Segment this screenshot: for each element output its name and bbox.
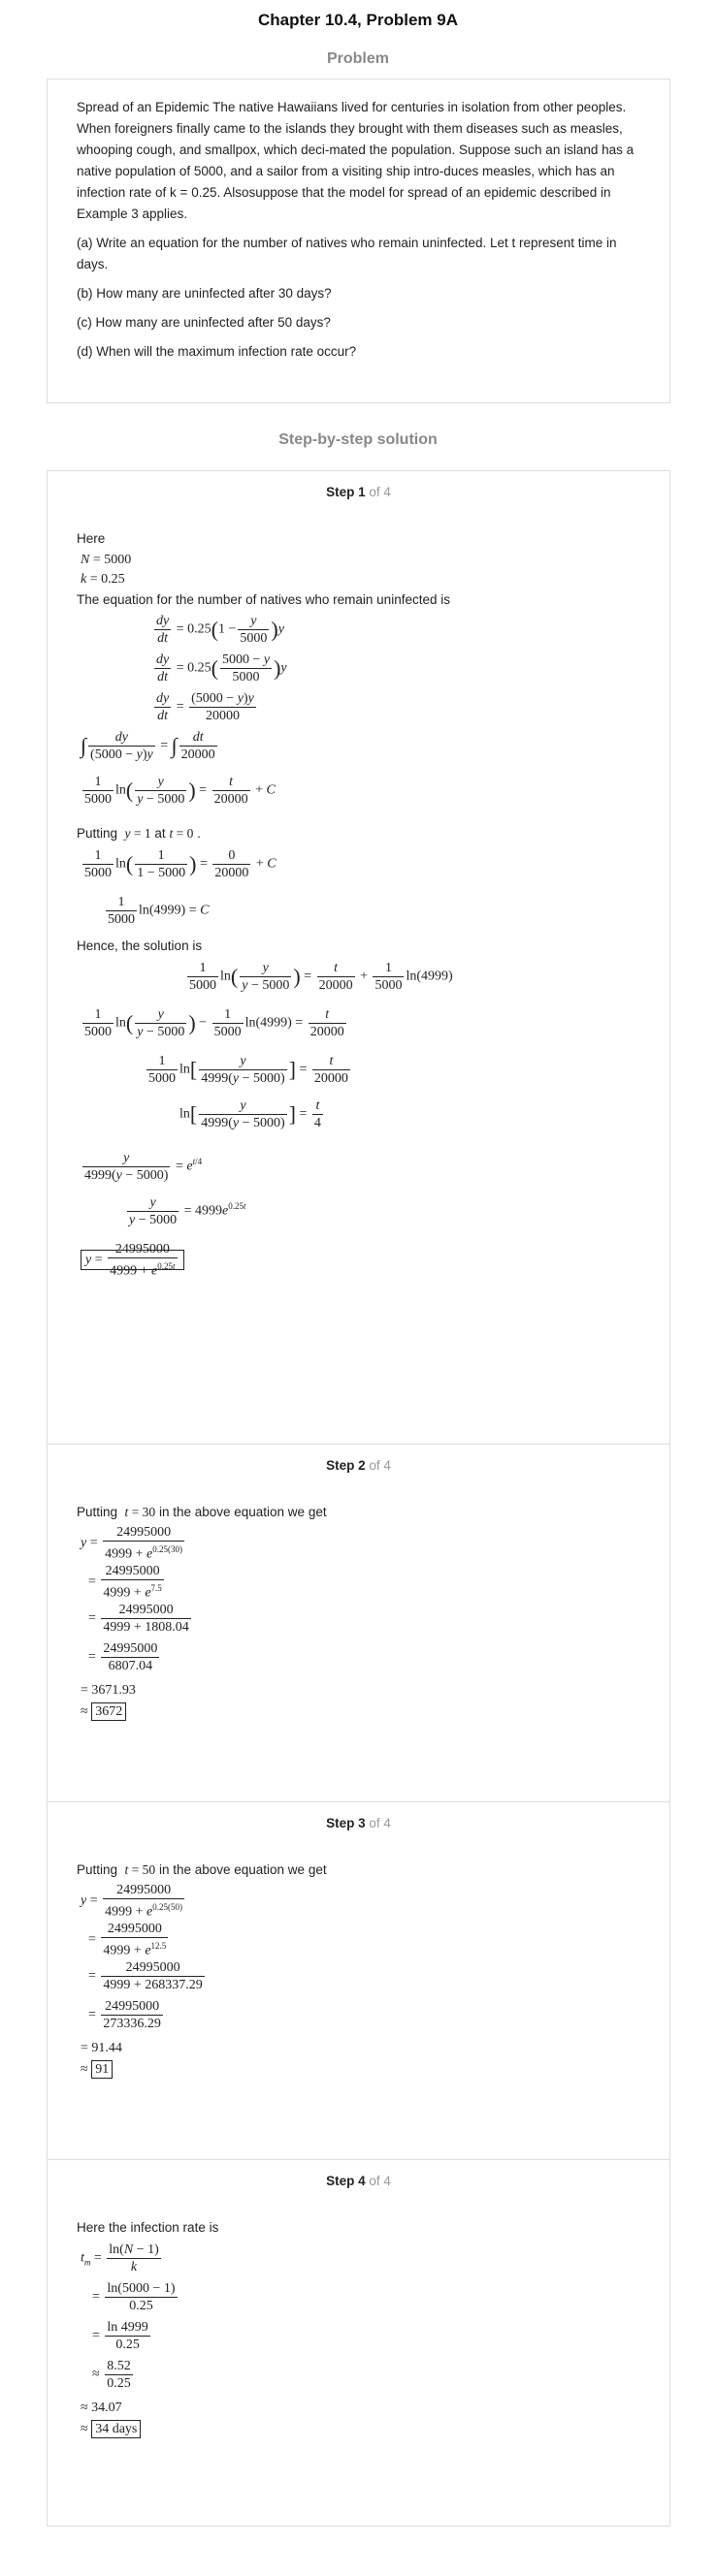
math-expression: N = 5000	[81, 553, 132, 567]
boxed-answer: ≈ 3672	[81, 1702, 127, 1721]
boxed-answer: ≈ 91	[81, 2060, 114, 2079]
math-expression: = ln(5000 − 1)0.25	[92, 2281, 178, 2313]
solution-label: Step-by-step solution	[278, 431, 438, 448]
step-4: Step 4 of 4 Here the infection rate is t…	[47, 2160, 670, 2527]
step-header: Step 3 of 4	[326, 1816, 391, 1830]
step-header: Step 4 of 4	[326, 2174, 391, 2188]
page-title: Chapter 10.4, Problem 9A	[258, 11, 458, 29]
step-2: Step 2 of 4 Putting t = 30 in the above …	[47, 1445, 670, 1802]
step-1: Step 1 of 4 Here N = 5000 k = 0.25 The e…	[47, 470, 670, 1445]
step-3: Step 3 of 4 Putting t = 50 in the above …	[47, 1802, 670, 2160]
problem-box: Spread of an Epidemic The native Hawaiia…	[47, 79, 670, 403]
step-text: The equation for the number of natives w…	[77, 592, 450, 607]
step-text: Putting t = 50 in the above equation we …	[77, 1862, 327, 1877]
step-text: Putting t = 30 in the above equation we …	[77, 1505, 327, 1519]
result-value: = 91.44	[81, 2041, 122, 2055]
step-header: Step 2 of 4	[326, 1458, 391, 1473]
step-text: Hence, the solution is	[77, 938, 203, 953]
math-expression: tm = ln(N − 1)k	[81, 2242, 161, 2274]
problem-part-b: (b) How many are uninfected after 30 day…	[77, 286, 332, 301]
problem-part-c: (c) How many are uninfected after 50 day…	[77, 315, 331, 330]
step-header: Step 1 of 4	[326, 485, 391, 499]
boxed-answer: ≈ 34 days	[81, 2420, 142, 2438]
step-text: Here the infection rate is	[77, 2220, 219, 2235]
math-expression: k = 0.25	[81, 572, 125, 587]
step-text: Putting y = 1 at t = 0 .	[77, 826, 201, 841]
problem-part-d: (d) When will the maximum infection rate…	[77, 344, 357, 359]
problem-part-a: (a) Write an equation for the number of …	[77, 236, 617, 271]
result-value: ≈ 34.07	[81, 2401, 122, 2415]
step-text: Here	[77, 531, 106, 546]
problem-intro: Spread of an Epidemic The native Hawaiia…	[77, 100, 635, 221]
result-value: = 3671.93	[81, 1683, 136, 1698]
problem-label: Problem	[326, 50, 389, 67]
